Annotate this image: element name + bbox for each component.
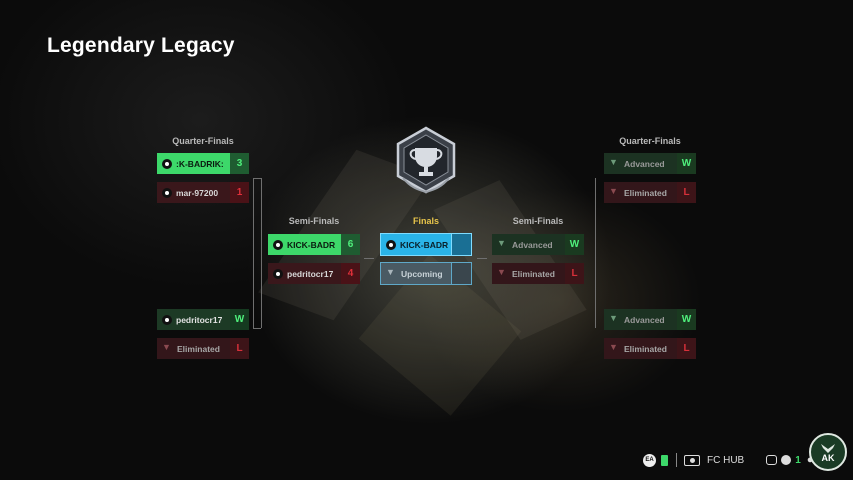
match-score	[452, 262, 472, 285]
finals-slot[interactable]: KICK-BADR	[380, 233, 472, 256]
column-label-semi-finals-right: Semi-Finals	[512, 216, 564, 226]
match-score: W	[677, 153, 696, 174]
match-slot[interactable]: Advanced W	[604, 153, 696, 174]
playstation-icon	[273, 239, 283, 250]
fc-logo-icon	[609, 313, 619, 324]
player-name: Advanced	[624, 158, 665, 169]
column-label-quarter-finals-right: Quarter-Finals	[619, 136, 681, 146]
bracket-connector	[477, 258, 487, 259]
player-name: KICK-BADR	[400, 239, 449, 250]
match-slot[interactable]: Eliminated L	[157, 338, 249, 359]
playstation-icon	[162, 314, 172, 325]
bracket-connector	[253, 328, 261, 329]
match-score: W	[677, 309, 696, 330]
ea-icon: EA	[643, 453, 656, 467]
finals-slot[interactable]: Upcoming	[380, 262, 472, 285]
column-label-finals: Finals	[412, 216, 439, 226]
fc-logo-icon	[609, 157, 619, 168]
player-name: Eliminated	[512, 268, 555, 279]
match-score	[452, 233, 472, 256]
bracket-connector	[261, 178, 262, 328]
player-name: Eliminated	[624, 187, 667, 198]
fc-logo-icon	[162, 342, 172, 353]
bracket-connector-right-qf	[595, 178, 596, 328]
match-slot[interactable]: KICK-BADR 6	[268, 234, 360, 255]
match-score: L	[677, 338, 696, 359]
match-slot[interactable]: Advanced W	[604, 309, 696, 330]
match-score: L	[230, 338, 249, 359]
friends-count: 1	[795, 454, 801, 466]
match-score: W	[230, 309, 249, 330]
fc-logo-icon	[609, 342, 619, 353]
player-name: pedritocr17	[176, 314, 223, 325]
controller-icon	[766, 455, 778, 465]
player-name: KICK-BADR	[287, 239, 336, 250]
player-name: Eliminated	[177, 343, 220, 354]
match-score: 1	[230, 182, 249, 203]
camera-icon	[684, 454, 700, 466]
player-name: :K-BADRIK:	[176, 158, 224, 169]
match-slot[interactable]: pedritocr17 4	[268, 263, 360, 284]
page-title: Legendary Legacy	[47, 34, 235, 57]
bracket-connector	[364, 258, 374, 259]
player-name: Advanced	[512, 239, 553, 250]
match-slot[interactable]: Eliminated L	[604, 182, 696, 203]
match-slot[interactable]: mar-97200 1	[157, 182, 249, 203]
bracket-connector	[253, 178, 261, 179]
avatar-text: AK	[821, 452, 835, 463]
player-name: pedritocr17	[287, 268, 334, 279]
playstation-icon	[273, 268, 283, 279]
column-label-quarter-finals-left: Quarter-Finals	[172, 136, 234, 146]
fc-hub-label[interactable]: FC HUB	[707, 454, 745, 466]
match-slot[interactable]: pedritocr17 W	[157, 309, 249, 330]
volume-icon	[781, 455, 792, 465]
player-name: Upcoming	[401, 268, 443, 279]
match-slot[interactable]: :K-BADRIK: 3	[157, 153, 249, 174]
fc-logo-icon	[497, 267, 507, 278]
fc-logo-icon	[386, 267, 396, 278]
player-name: mar-97200	[176, 187, 219, 198]
player-name: Eliminated	[624, 343, 667, 354]
playstation-icon	[162, 158, 172, 169]
fc-logo-icon	[497, 238, 507, 249]
fc-logo-icon	[609, 186, 619, 197]
trophy-icon	[396, 126, 456, 194]
footer-status-bar: EA FC HUB 1 ●●	[643, 449, 820, 471]
match-slot[interactable]: Eliminated L	[492, 263, 584, 284]
match-score: W	[565, 234, 584, 255]
eagle-icon	[821, 443, 835, 453]
player-name: Advanced	[624, 314, 665, 325]
avatar[interactable]: AK	[809, 433, 847, 471]
match-score: 3	[230, 153, 249, 174]
match-score: 4	[341, 263, 360, 284]
match-score: L	[565, 263, 584, 284]
playstation-icon	[162, 187, 172, 198]
playstation-icon	[386, 239, 396, 250]
match-score: 6	[341, 234, 360, 255]
battery-icon	[661, 454, 668, 466]
column-label-semi-finals-left: Semi-Finals	[288, 216, 340, 226]
match-slot[interactable]: Advanced W	[492, 234, 584, 255]
divider	[676, 453, 677, 467]
match-slot[interactable]: Eliminated L	[604, 338, 696, 359]
match-score: L	[677, 182, 696, 203]
bracket-connector-left-qf	[253, 178, 254, 328]
